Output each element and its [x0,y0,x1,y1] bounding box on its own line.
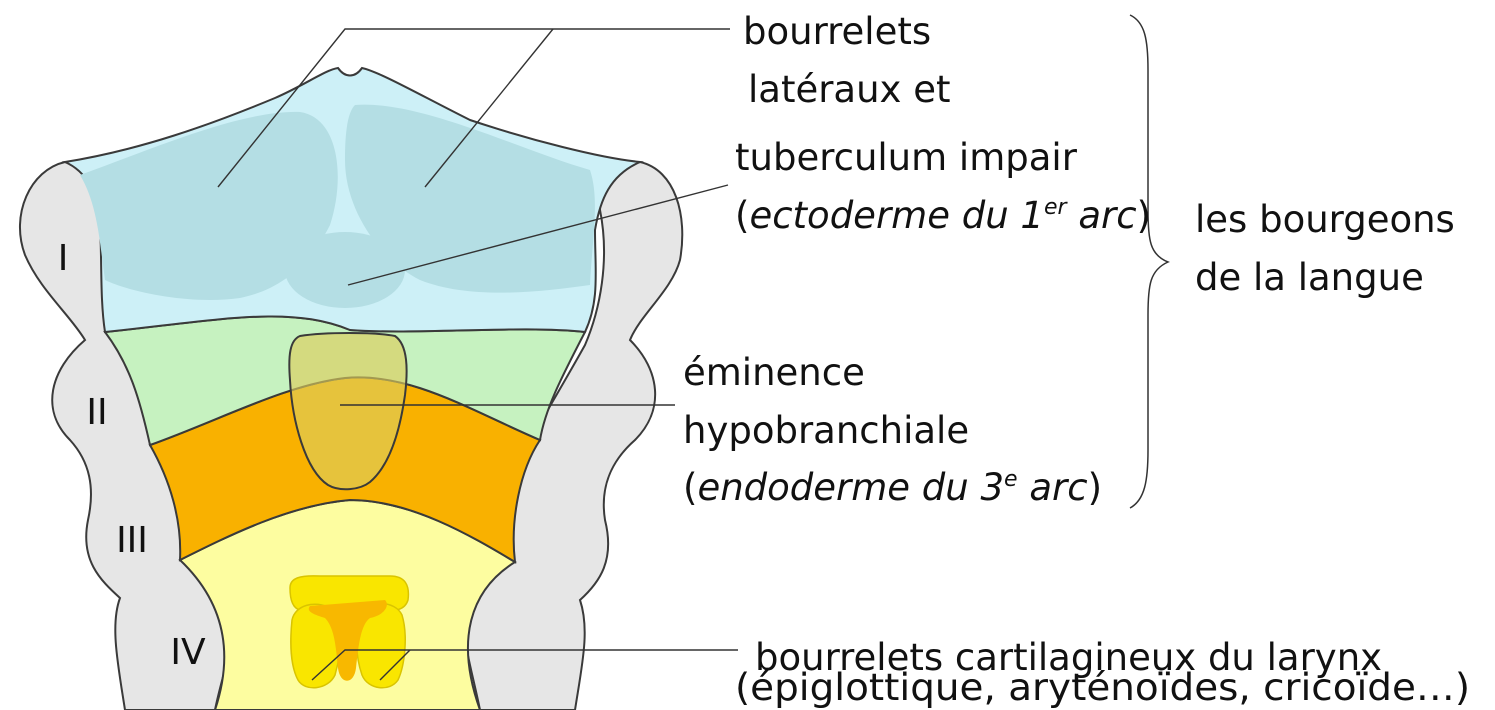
larynx-label-line2: (épiglottique, aryténoïdes, cricoïde…) [735,666,1470,709]
arch-label-iv: IV [170,632,206,673]
eminence-label-line2: hypobranchiale [683,409,969,452]
tuberculum-origin-label: (ectoderme du 1er arc) [735,194,1151,237]
tuberculum-impar [285,232,405,308]
arch-label-i: I [58,238,69,279]
tongue-buds-label-line1: les bourgeons [1195,198,1455,241]
lateral-swellings-label-line1: bourrelets [743,10,931,53]
arch-label-ii: II [86,392,107,433]
tuberculum-label: tuberculum impair [735,136,1078,179]
brace [1130,15,1168,508]
arch-label-iii: III [116,520,148,561]
eminence-origin-label: (endoderme du 3e arc) [683,466,1102,509]
eminence-label-line1: éminence [683,351,865,394]
lateral-swellings-label-line2: latéraux et [748,68,951,111]
tongue-buds-label-line2: de la langue [1195,256,1424,299]
